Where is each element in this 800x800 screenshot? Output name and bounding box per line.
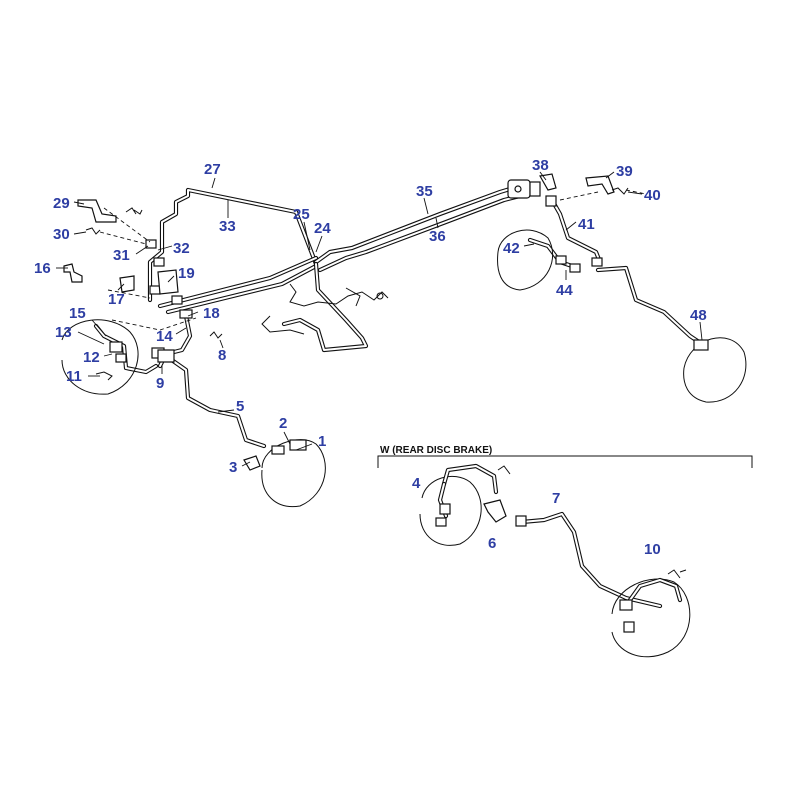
callouts: 1 2 3 4 5 6 7 8 9 10 11 12 13 14 15 16 1… [34,157,707,558]
callout-44: 44 [556,282,573,299]
callout-4: 4 [412,475,421,492]
small-clips [85,187,629,381]
callout-33: 33 [219,218,236,235]
callout-2: 2 [279,415,287,432]
callout-36: 36 [429,228,446,245]
callout-25: 25 [293,206,310,223]
brackets [63,173,615,471]
callout-42: 42 [503,240,520,257]
callout-27: 27 [204,161,221,178]
callout-35: 35 [416,183,433,200]
callout-8: 8 [218,347,226,364]
callout-14: 14 [156,328,173,345]
callout-11: 11 [66,368,82,385]
callout-1: 1 [318,433,326,450]
right-rear-brake-drum-lower [683,337,747,403]
callout-32: 32 [173,240,190,257]
leader-lines [56,171,703,467]
callout-13: 13 [55,324,72,341]
rear-disc-brake-inset: W (REAR DISC BRAKE) [377,445,753,658]
callout-30: 30 [53,226,70,243]
callout-3: 3 [229,459,237,476]
callout-40: 40 [644,187,661,204]
master-cylinder-area [261,283,389,335]
inset-title: W (REAR DISC BRAKE) [380,445,492,456]
callout-24: 24 [314,220,331,237]
callout-19: 19 [178,265,195,282]
callout-39: 39 [616,163,633,180]
callout-18: 18 [203,305,220,322]
left-brake-drum [61,319,139,395]
callout-10: 10 [644,541,661,558]
callout-29: 29 [53,195,70,212]
callout-9: 9 [156,375,164,392]
callout-48: 48 [690,307,707,324]
callout-12: 12 [83,349,100,366]
callout-7: 7 [552,490,560,507]
front-left-brake-drum [261,439,326,508]
callout-38: 38 [532,157,549,174]
dashed-guides [99,189,647,331]
callout-15: 15 [69,305,86,322]
callout-16: 16 [34,260,51,277]
callout-6: 6 [488,535,496,552]
callout-41: 41 [578,216,595,233]
callout-5: 5 [236,398,244,415]
callout-17: 17 [108,291,125,308]
right-rear-brake-drum-upper [497,229,554,291]
callout-31: 31 [113,247,130,264]
proportioning-valve [507,179,541,199]
